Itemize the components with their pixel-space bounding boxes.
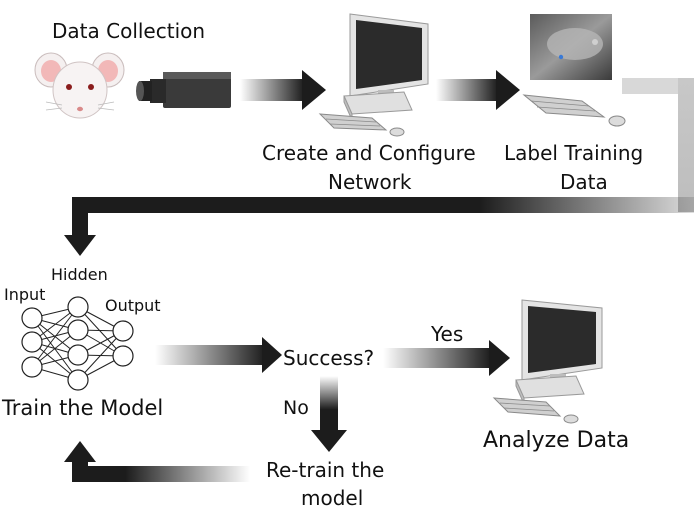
nn-node <box>67 319 89 341</box>
video-frame-icon <box>530 14 612 80</box>
nn-node <box>112 345 134 367</box>
computer-icon <box>492 299 603 424</box>
analyze-data-label: Analyze Data <box>483 428 630 453</box>
arrow-success-no <box>311 376 347 452</box>
nn-node <box>112 320 134 342</box>
nn-node <box>67 369 89 391</box>
keyboard-icon <box>522 94 626 127</box>
nn-node <box>21 307 43 329</box>
mouse-icon <box>34 52 125 119</box>
label-data-label-line1: Label Training <box>504 141 644 165</box>
nn-node <box>21 356 43 378</box>
data-collection-label: Data Collection <box>52 19 206 43</box>
retrain-label-line2: model <box>301 486 364 510</box>
success-label: Success? <box>283 346 375 370</box>
camera-icon <box>136 72 231 108</box>
no-label: No <box>283 397 309 419</box>
keyboard-icon <box>318 113 388 131</box>
nn-connection <box>77 306 124 357</box>
input-layer-label: Input <box>4 285 46 304</box>
retrain-label-line1: Re-train the <box>266 458 385 482</box>
create-network-label-line2: Network <box>328 170 412 194</box>
nn-node <box>67 296 89 318</box>
yes-label: Yes <box>431 322 464 346</box>
nn-node <box>67 344 89 366</box>
arrow-camera-to-computer <box>240 70 326 110</box>
arrow-computer-to-label <box>436 70 520 110</box>
arrow-train-to-success <box>155 337 282 373</box>
hidden-layer-label: Hidden <box>51 265 108 284</box>
train-model-label: Train the Model <box>2 396 164 420</box>
keyboard-icon <box>492 397 562 417</box>
arrow-retrain-to-train <box>64 441 250 482</box>
create-network-label-line1: Create and Configure <box>262 141 476 165</box>
neural-network-icon <box>21 296 134 391</box>
nn-node <box>21 331 43 353</box>
label-data-label-line2: Data <box>560 170 608 194</box>
nn-connection <box>77 330 124 381</box>
arrow-label-to-train <box>64 78 694 256</box>
computer-icon <box>318 13 429 137</box>
nn-connection <box>31 306 79 368</box>
arrow-success-yes <box>383 340 510 376</box>
output-layer-label: Output <box>105 296 161 315</box>
